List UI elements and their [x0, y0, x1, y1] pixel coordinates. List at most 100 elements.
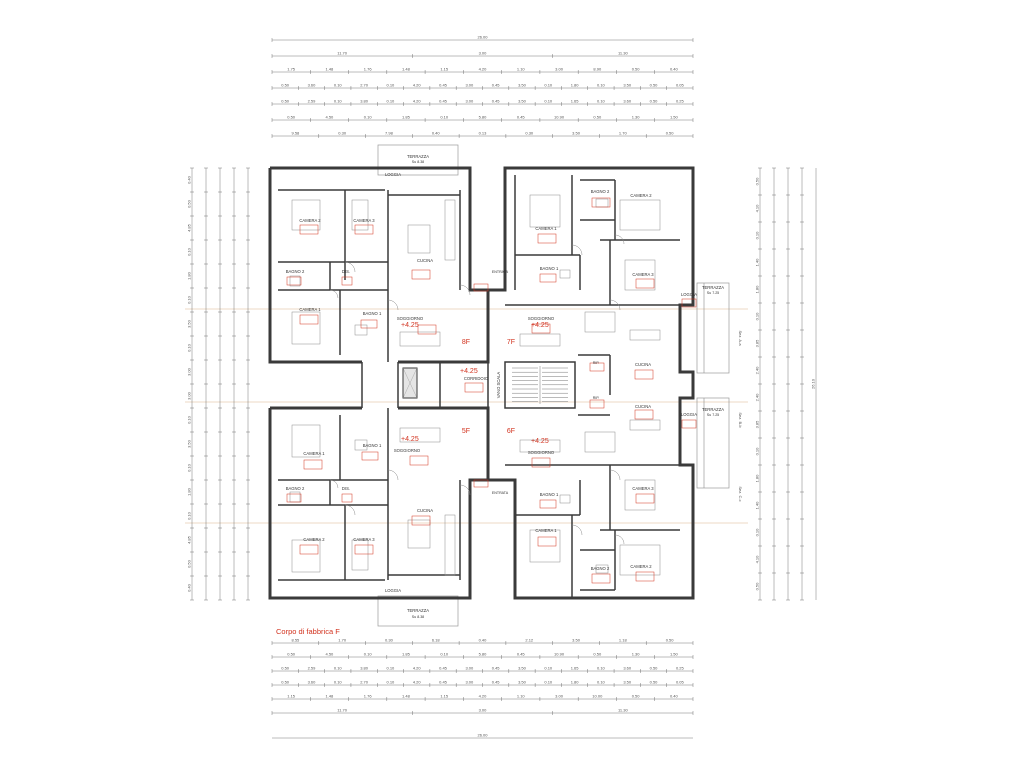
dimension-value: 2.12: [525, 638, 534, 643]
dimension-value: 3.80: [360, 99, 369, 104]
lift-hatch: [402, 367, 418, 399]
dimension-value: 0.45: [517, 115, 526, 120]
dimension-value: 4.20: [413, 666, 422, 671]
furniture-piece: [399, 427, 441, 443]
dimension-value: 0.10: [597, 83, 606, 88]
dimension-value: 3.00: [555, 67, 564, 72]
dimension-value: 1.80: [571, 680, 580, 685]
room-camera2-bl: CAMERA 2: [303, 537, 325, 542]
dimension-value: 0.50: [632, 67, 641, 72]
furniture-piece: [399, 331, 441, 347]
dimension-value: 0.10: [187, 463, 192, 472]
room-vano-scala: VANO SCALA: [496, 372, 501, 399]
dimension-value: 3.85: [755, 420, 760, 429]
area-tag: [464, 382, 484, 393]
dimension-value: 0.10: [597, 680, 606, 685]
dimension-value: 1.15: [440, 67, 449, 72]
room-loggia-bottom: LOGGIA: [385, 588, 401, 593]
dimension-value: 0.30: [525, 131, 534, 136]
dimension-value: 4.10: [755, 555, 760, 564]
area-tag: [341, 493, 353, 503]
section-labels: Sez. A-a Sez. B-b Sez. C-c: [738, 330, 743, 501]
door-swing: [329, 289, 339, 299]
dimension-value: 0.10: [187, 415, 192, 424]
dimension-value: 0.10: [387, 99, 396, 104]
dimension-value: 1.76: [364, 694, 373, 699]
dimension-value: 3.00: [187, 367, 192, 376]
stair-treads: [512, 366, 568, 404]
area-tag: [361, 451, 379, 461]
furniture-piece: [619, 544, 661, 576]
dimension-value: 3.50: [623, 83, 632, 88]
dimension-value: 0.40: [187, 175, 192, 184]
dimension-value: 0.50: [187, 199, 192, 208]
door-swing: [609, 469, 621, 481]
dimension-value: 0.10: [334, 680, 343, 685]
room-bagno1-tl: BAGNO 1: [363, 311, 382, 316]
dimension-value: 0.50: [650, 83, 659, 88]
furniture-piece: [291, 539, 321, 573]
walls: [268, 166, 695, 600]
terraces: [377, 144, 730, 627]
area-tag: [634, 369, 654, 380]
dimension-value: 5.80: [479, 652, 488, 657]
furniture-piece: [289, 275, 301, 287]
dimension-value: 0.45: [492, 680, 501, 685]
dimension-value: 0.50: [755, 582, 760, 591]
dimension-value: 0.50: [281, 99, 290, 104]
area-tag: [537, 536, 557, 547]
room-camera1-tr: CAMERA 1: [535, 226, 557, 231]
furniture-piece: [291, 199, 321, 231]
dimension-value: 2.70: [360, 680, 369, 685]
dimension-value: 3.50: [518, 83, 527, 88]
room-loggia-top: LOGGIA: [385, 172, 401, 177]
room-camera3-br: CAMERA 3: [632, 486, 654, 491]
wall-right-outer: [488, 166, 695, 600]
room-cucina-tr: CUCINA: [635, 362, 651, 367]
dimension-value: 0.40: [187, 583, 192, 592]
dimension-value: 8.55: [291, 638, 300, 643]
furniture-piece: [407, 224, 431, 254]
area-tag: [635, 278, 655, 289]
room-bagno2-tl: BAGNO 2: [286, 269, 305, 274]
furniture-piece: [519, 439, 561, 453]
dimension-value: 4.50: [326, 115, 335, 120]
furniture-piece: [629, 419, 661, 431]
dimension-value: 1.85: [402, 115, 411, 120]
door-swing: [609, 299, 621, 311]
furniture-piece: [519, 333, 561, 347]
dimension-value: 4.85: [187, 223, 192, 232]
section-label-c: Sez. C-c: [738, 486, 743, 501]
dimension-value: 1.18: [619, 638, 628, 643]
dimension-value: 3.00: [465, 99, 474, 104]
dimension-value: 4.50: [326, 652, 335, 657]
furniture-piece: [289, 491, 301, 503]
dimension-value: 0.10: [440, 115, 449, 120]
dimension-value: 9.58: [291, 131, 300, 136]
room-rip-tr: RIP.: [593, 361, 600, 365]
dimension-value: 11.30: [618, 708, 628, 713]
area-tag: [411, 269, 431, 280]
apartment-code-5f: 5F: [462, 428, 470, 435]
level-marker: +4.25: [401, 322, 419, 329]
door-swing: [571, 524, 583, 536]
dimension-value: 4.20: [413, 680, 422, 685]
dimension-value: 11.70: [337, 708, 347, 713]
area-tag: [360, 319, 378, 329]
dimension-value: 1.15: [440, 694, 449, 699]
area-tag: [635, 571, 655, 582]
furniture-piece: [619, 199, 661, 231]
area-tag: [299, 314, 319, 325]
area-tag: [539, 499, 557, 509]
dimension-value: 3.00: [555, 694, 564, 699]
dimension-value: 1.10: [517, 694, 526, 699]
dimension-value: 0.45: [517, 652, 526, 657]
furniture-piece: [624, 479, 656, 511]
dimension-value: 1.80: [187, 271, 192, 280]
door-swing: [614, 534, 625, 545]
dimension-value: 0.50: [666, 638, 675, 643]
dimension-value: 1.80: [755, 474, 760, 483]
dimension-value: 0.10: [334, 83, 343, 88]
dimension-value: 2.40: [755, 366, 760, 375]
